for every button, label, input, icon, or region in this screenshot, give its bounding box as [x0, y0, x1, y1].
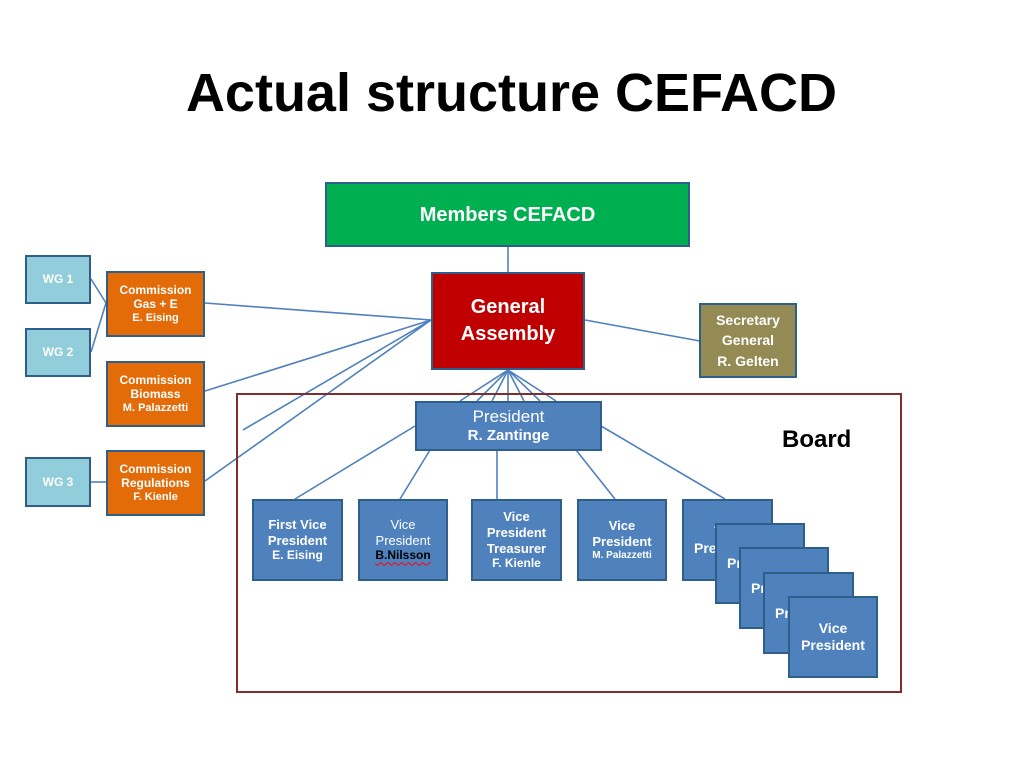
vp-name: M. Palazzetti [592, 549, 652, 561]
stack-partial-2: Pre [694, 540, 717, 556]
vice-president-treasurer-box[interactable]: Vice President Treasurer F. Kienle [471, 499, 562, 581]
vp-name: F. Kienle [492, 556, 541, 571]
commission-head: M. Palazzetti [122, 401, 189, 414]
vice-president-palazzetti-box[interactable]: Vice President M. Palazzetti [577, 499, 667, 581]
connector-president-vp1 [294, 425, 416, 500]
secretary-line2: General [721, 332, 775, 349]
vp-line2: President [592, 534, 652, 549]
connector-assembly-president-4 [507, 369, 525, 402]
secretary-name: R. Gelten [717, 352, 779, 369]
working-group-1-box[interactable]: WG 1 [25, 255, 91, 304]
vp-line3: Treasurer [486, 540, 547, 556]
working-group-2-box[interactable]: WG 2 [25, 328, 91, 377]
connector-assembly-president-6 [507, 369, 557, 402]
general-assembly-line1: General [470, 296, 546, 318]
page-title: Actual structure CEFACD [185, 63, 838, 123]
general-assembly-line2: Assembly [460, 323, 556, 345]
stack-partial-4: Pr [751, 579, 766, 596]
working-group-3-box[interactable]: WG 3 [25, 457, 91, 507]
vp-name: B.Nilsson [375, 548, 431, 563]
commission-head: E. Eising [132, 311, 179, 324]
connector-president-vp2 [399, 449, 431, 500]
connector-president-vp5 [600, 425, 726, 500]
vp-line2: President [486, 525, 547, 540]
president-role: President [472, 406, 545, 426]
commission-topic: Gas + E [133, 297, 178, 312]
commission-topic: Biomass [130, 387, 181, 402]
president-name: R. Zantinge [467, 427, 550, 445]
commission-regulations-box[interactable]: Commission Regulations F. Kienle [106, 450, 205, 516]
vp-name: E. Eising [272, 548, 323, 563]
connector-assembly-comm3 [204, 319, 432, 482]
commission-gas-box[interactable]: Commission Gas + E E. Eising [106, 271, 205, 337]
board-label: Board [782, 426, 852, 453]
connector-assembly-president-5 [507, 369, 541, 402]
stack-vp-line1: Vice [818, 620, 848, 637]
commission-label: Commission [119, 283, 192, 298]
members-box[interactable]: Members CEFACD [325, 182, 690, 247]
board-frame [236, 393, 902, 693]
vp-line2: President [267, 532, 328, 548]
vp-line1: First Vice [268, 517, 327, 533]
vp-line1: Vice [608, 518, 636, 534]
stack-partial-3: Pr [727, 555, 742, 572]
first-vice-president-box[interactable]: First Vice President E. Eising [252, 499, 343, 581]
connector-assembly-comm1 [204, 302, 432, 321]
connector-assembly-secretary [584, 319, 701, 342]
commission-label: Commission [119, 462, 192, 477]
secretary-general-box[interactable]: Secretary General R. Gelten [699, 303, 797, 378]
vp-line2: President [375, 532, 431, 548]
connector-wg2-comm1 [90, 302, 107, 353]
connector-assembly-president-7 [459, 369, 509, 402]
connector-assembly-president-2 [491, 369, 509, 402]
connector-assembly-president-1 [476, 369, 509, 402]
commission-label: Commission [119, 373, 192, 388]
stack-partial-5: Pr [775, 604, 790, 621]
president-box[interactable]: President R. Zantinge [415, 401, 602, 451]
commission-topic: Regulations [121, 476, 190, 491]
vp-line1: Vice [503, 509, 530, 525]
commission-biomass-box[interactable]: Commission Biomass M. Palazzetti [106, 361, 205, 427]
connector-assembly-board [242, 319, 432, 431]
general-assembly-box[interactable]: General Assembly [431, 272, 585, 370]
vice-president-nilsson-box[interactable]: Vice President B.Nilsson [358, 499, 448, 581]
secretary-line1: Secretary [716, 312, 780, 329]
connector-president-vp4 [575, 449, 616, 500]
commission-head: F. Kienle [133, 490, 178, 503]
connector-assembly-comm2 [204, 319, 432, 392]
vice-president-stack-box-5[interactable]: Vice President [788, 596, 878, 678]
vp-line1: Vice [390, 517, 416, 533]
connector-wg1-comm1 [90, 278, 107, 304]
stack-vp-line2: President [801, 637, 865, 653]
